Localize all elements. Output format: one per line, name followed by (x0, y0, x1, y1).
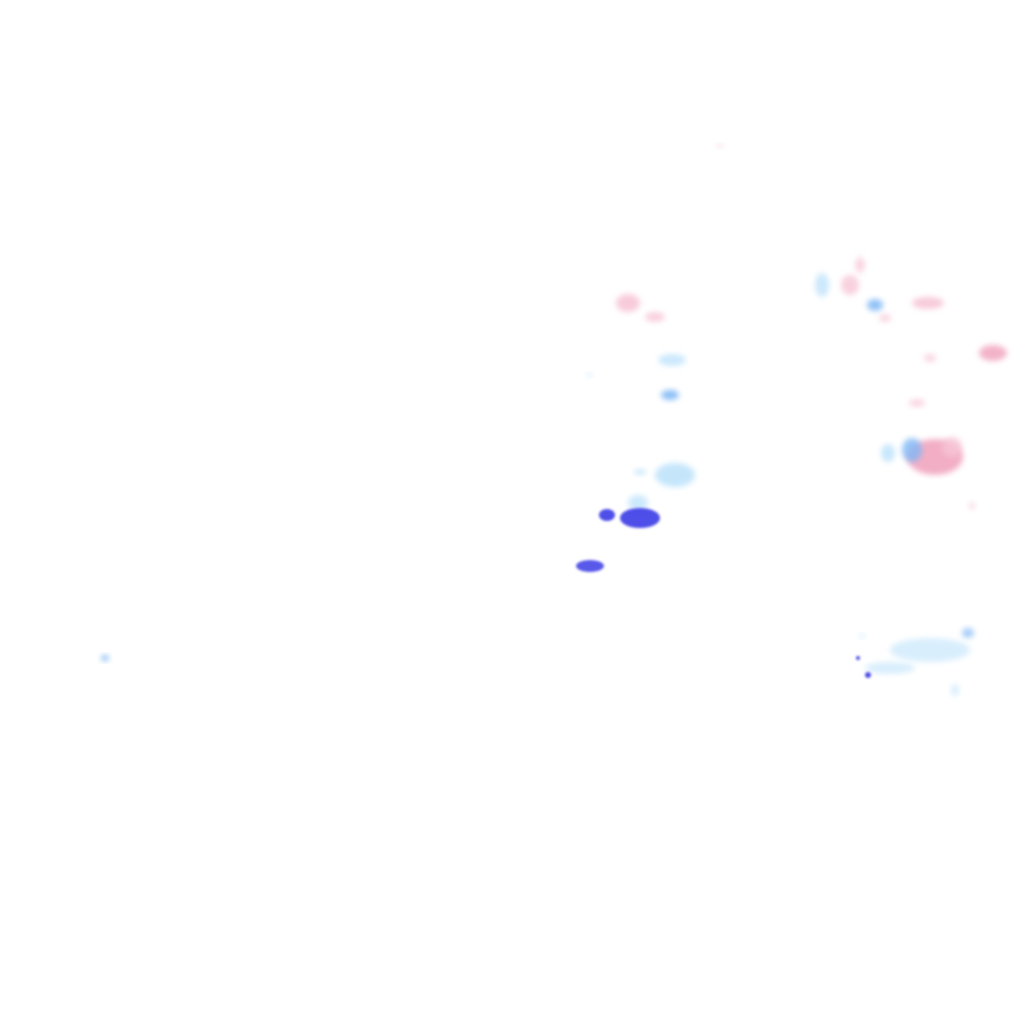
rain-heavy-echo (856, 656, 860, 660)
mixed-light-echo (909, 399, 925, 407)
mixed-light-echo (855, 257, 865, 273)
rain-moderate-echo (101, 655, 109, 661)
mixed-light-echo (716, 144, 724, 148)
rain-light-echo (815, 273, 829, 297)
rain-light-echo (655, 463, 695, 487)
mixed-light-echo (912, 297, 944, 309)
rain-moderate-echo (902, 438, 922, 462)
rain-light-echo (890, 638, 970, 662)
mixed-light-echo (969, 502, 975, 510)
rain-moderate-echo (661, 390, 679, 400)
rain-light-echo (587, 373, 593, 377)
rain-heavy-echo (620, 508, 660, 528)
mixed-light-echo (942, 437, 962, 457)
rain-light-echo (951, 684, 959, 696)
rain-heavy-echo (865, 672, 871, 678)
rain-heavy-echo (599, 509, 615, 521)
rain-light-echo (628, 495, 648, 511)
rain-heavy-echo (576, 560, 604, 572)
mixed-light-echo (645, 312, 665, 322)
rain-light-echo (865, 662, 915, 674)
mixed-light-echo (879, 314, 891, 322)
rain-light-echo (634, 469, 646, 475)
rain-light-echo (658, 354, 686, 366)
rain-moderate-echo (962, 628, 974, 638)
mixed-moderate-echo (979, 345, 1007, 361)
rain-light-echo (881, 444, 895, 462)
mixed-light-echo (616, 294, 640, 312)
mixed-light-echo (841, 275, 859, 295)
mixed-light-echo (924, 354, 936, 362)
rain-moderate-echo (867, 299, 883, 311)
rain-light-echo (859, 634, 865, 638)
